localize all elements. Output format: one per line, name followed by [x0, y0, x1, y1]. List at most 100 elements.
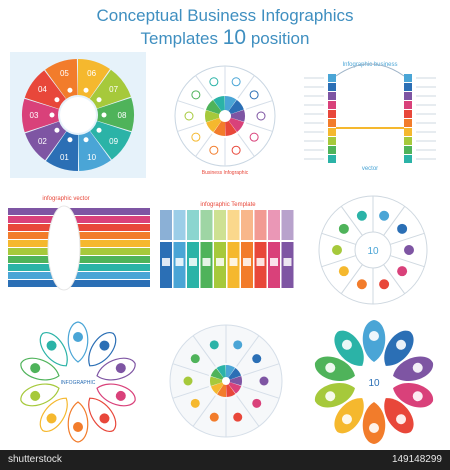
segment-dot: [54, 97, 60, 103]
center-segment: [225, 116, 245, 132]
right-bar-block: [404, 74, 412, 82]
center-segment: [225, 99, 244, 116]
panel-ring-diagram: Business Infographic: [160, 60, 296, 186]
footer-brand: shutterstock: [8, 454, 62, 465]
panel-outlined-circle: 10: [308, 190, 444, 316]
petal-group: [393, 383, 433, 408]
panel-caption: Business Infographic: [202, 170, 249, 176]
petal-icon: [396, 339, 407, 350]
center-segment: [216, 381, 226, 397]
color-band: [8, 280, 150, 287]
circle-divider: [340, 264, 363, 294]
icon-dot: [404, 245, 414, 255]
right-bar-block: [404, 83, 412, 91]
segment-number: 10: [87, 153, 96, 162]
icon-dot: [190, 398, 200, 408]
circle-divider: [389, 232, 425, 245]
petal-group: [362, 402, 386, 444]
icon-dot: [209, 340, 219, 350]
right-bar-block: [404, 92, 412, 100]
center-number: 10: [368, 378, 380, 389]
center-segment: [226, 365, 236, 381]
petal-outline-graphic: INFOGRAPHIC: [20, 321, 136, 443]
icon-placeholder: [249, 90, 259, 100]
petal-filled: [362, 402, 386, 444]
petal-icon: [99, 413, 110, 424]
column-icon: [243, 258, 251, 266]
icon-placeholder: [231, 145, 241, 155]
ring-divider: [237, 133, 255, 157]
column-icon: [162, 258, 170, 266]
left-bar-block: [328, 101, 336, 109]
segment-number: 08: [118, 111, 127, 120]
circle-divider: [192, 335, 216, 367]
center-hole: [219, 110, 231, 122]
circle-divider: [242, 386, 280, 399]
center-circle: [356, 364, 392, 400]
ring-divider: [195, 75, 213, 99]
panel-circle-center-pie: [160, 318, 296, 444]
color-band: [8, 216, 150, 223]
left-bar-block: [328, 137, 336, 145]
petal-group: [39, 397, 68, 432]
petal-icon: [30, 363, 41, 374]
petal-group: [96, 357, 136, 381]
petal-group: [393, 356, 433, 381]
column-icon: [189, 258, 197, 266]
segment-dot: [83, 137, 89, 143]
petal-group: [362, 320, 386, 362]
petal-group: [67, 401, 89, 443]
center-segment: [210, 368, 226, 381]
icon-dot: [252, 354, 262, 364]
segment-dot: [54, 127, 60, 133]
icon-dot: [356, 279, 367, 290]
panel-title: Infographic business: [342, 62, 397, 68]
column-top: [254, 210, 267, 240]
right-bar-block: [404, 137, 412, 145]
icon-dot: [338, 223, 349, 234]
petal-group: [20, 383, 60, 407]
center-segment: [210, 376, 226, 386]
segment-dot: [101, 112, 107, 118]
petal-icon: [341, 414, 352, 425]
petal-icon: [30, 390, 41, 401]
petal-group: [88, 397, 117, 432]
footer-bar: shutterstock 149148299: [0, 450, 450, 470]
segment-number: 07: [109, 85, 118, 94]
column-top: [187, 210, 199, 240]
segment-dot: [83, 87, 89, 93]
color-band: [8, 272, 150, 279]
ring-divider: [177, 100, 205, 110]
color-band: [8, 208, 150, 215]
pie-segment: [97, 97, 134, 132]
segment-number: 01: [60, 153, 69, 162]
petal-icon: [73, 422, 83, 432]
center-segment: [226, 381, 242, 394]
panel-title: infographic vector: [42, 196, 89, 202]
circle-center-pie-graphic: [169, 324, 283, 438]
column-top: [268, 210, 280, 240]
circle-divider: [389, 255, 425, 268]
center-segment: [206, 116, 225, 133]
ring-divider: [177, 122, 205, 132]
color-columns-graphic: infographic Template: [160, 202, 294, 288]
left-bar-block: [328, 146, 336, 154]
petal-icon: [115, 363, 126, 374]
icon-placeholder: [249, 132, 259, 142]
petal-group: [39, 332, 68, 367]
icon-placeholder: [256, 111, 266, 121]
icon-dot: [338, 266, 349, 277]
center-segment: [205, 110, 225, 123]
page-title: Conceptual Business Infographics: [96, 6, 354, 25]
icon-dot: [233, 412, 243, 422]
pie-center: [60, 97, 96, 133]
left-bar-block: [328, 119, 336, 127]
center-segment: [216, 365, 226, 381]
circle-divider: [383, 206, 406, 236]
petal-icon: [46, 340, 57, 351]
petal-filled-graphic: 10: [315, 320, 433, 444]
icon-dot: [190, 354, 200, 364]
petal-icon: [73, 332, 83, 342]
left-bar-block: [328, 128, 336, 136]
